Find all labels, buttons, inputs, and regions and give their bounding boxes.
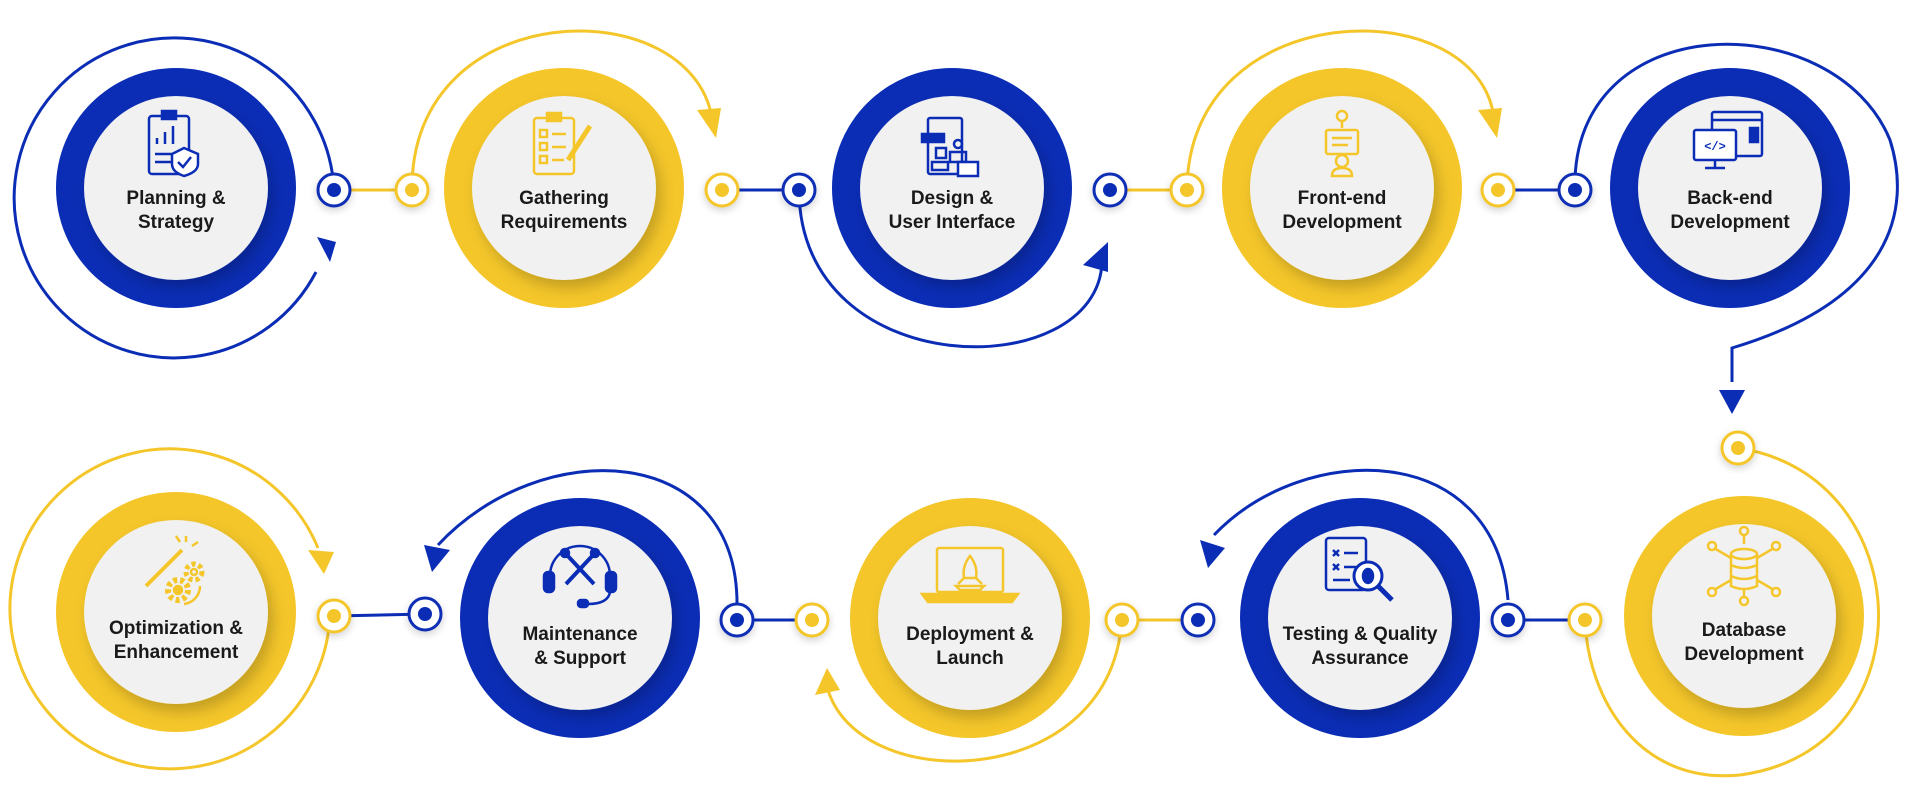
connector-arc-8 <box>826 605 1124 763</box>
arrow-head-icon <box>815 668 840 695</box>
step-label-line1: Back-end <box>1687 188 1773 209</box>
connector-arc-4 <box>1185 29 1496 189</box>
step-inner-circle <box>84 96 268 280</box>
step-label-line1: Deployment & <box>906 624 1034 645</box>
connector-arc-5 <box>1573 42 1899 382</box>
bug-search-icon <box>1324 536 1394 602</box>
step-label-line2: Launch <box>936 648 1004 669</box>
connector-node-core <box>327 183 341 197</box>
arrow-head-icon <box>1200 540 1225 568</box>
svg-text:</>: </> <box>1704 140 1726 154</box>
step-label-line2: Assurance <box>1311 648 1408 669</box>
step-label-line1: Maintenance <box>522 624 637 645</box>
connector-node-core <box>805 613 819 627</box>
connector-node-core <box>715 183 729 197</box>
connector-node-core <box>1103 183 1117 197</box>
arrow-head-icon <box>424 545 450 572</box>
headset-tools-icon <box>542 544 618 609</box>
connector-node-core <box>730 613 744 627</box>
step-planning-strategy: Planning & Strategy <box>56 68 296 308</box>
arrow-head-icon <box>317 237 336 262</box>
arrow-head-icon <box>1478 108 1502 138</box>
step-testing-qa: Testing & Quality Assurance <box>1240 498 1480 738</box>
connector-node-core <box>1191 613 1205 627</box>
step-optimization-enhancement: Optimization & Enhancement <box>56 492 296 732</box>
step-label-line2: Development <box>1670 212 1790 233</box>
step-maintenance-support: Maintenance & Support <box>460 498 700 738</box>
step-inner-circle <box>488 526 672 710</box>
connector-arc-6 <box>1583 446 1880 778</box>
step-label-line1: Planning & <box>126 188 226 209</box>
step-front-end: Front-end Development <box>1222 68 1462 308</box>
step-label-line2: Strategy <box>138 212 214 233</box>
step-label-line1: Front-end <box>1298 188 1387 209</box>
step-inner-circle <box>1652 524 1836 708</box>
step-inner-circle <box>860 96 1044 280</box>
optimization-gears-icon <box>144 535 205 606</box>
step-deployment-launch: Deployment & Launch <box>850 498 1090 738</box>
connector-arc-1 <box>12 36 336 360</box>
step-label-line2: & Support <box>534 648 626 669</box>
connector-arc-7 <box>1212 468 1510 601</box>
connector-arc-3 <box>797 189 1104 349</box>
connector-node-core <box>1578 613 1592 627</box>
connector-node-core <box>1115 613 1129 627</box>
connector-node-core <box>405 183 419 197</box>
database-network-icon <box>1706 525 1782 607</box>
connector-node-core <box>327 609 341 623</box>
step-inner-circle <box>1250 96 1434 280</box>
connector-node-core <box>792 183 806 197</box>
step-inner-circle <box>472 96 656 280</box>
arrow-head-icon <box>1083 242 1108 272</box>
arrow-head-icon <box>697 108 721 138</box>
connector-arc-2 <box>410 29 714 189</box>
connector-arc-10 <box>8 447 332 771</box>
step-label-line2: Enhancement <box>114 642 239 663</box>
step-gathering-requirements: Gathering Requirements <box>444 68 684 308</box>
step-inner-circle <box>878 526 1062 710</box>
step-inner-circle <box>1268 526 1452 710</box>
connector-node-core <box>1568 183 1582 197</box>
connector-node-core <box>1491 183 1505 197</box>
step-database: Database Development <box>1624 496 1864 736</box>
step-label-line2: Requirements <box>501 212 628 233</box>
connector-node-core <box>418 607 432 621</box>
step-label-line1: Testing & Quality <box>1283 624 1438 645</box>
steps-layer: Planning & Strategy Gathering Requiremen… <box>56 68 1864 738</box>
frontend-developer-icon <box>1324 109 1360 178</box>
step-label-line2: Development <box>1282 212 1402 233</box>
step-label-line1: Gathering <box>519 188 609 209</box>
step-label-line1: Optimization & <box>109 618 243 639</box>
step-back-end: </> Back-end Development <box>1610 68 1850 308</box>
step-label-line1: Database <box>1702 620 1787 641</box>
connector-node-core <box>1731 441 1745 455</box>
requirements-checklist-icon <box>532 111 593 176</box>
step-inner-circle <box>1638 96 1822 280</box>
connector-node-core <box>1180 183 1194 197</box>
planning-clipboard-icon <box>147 109 200 178</box>
laptop-rocket-icon <box>919 546 1021 604</box>
step-label-line1: Design & <box>911 188 994 209</box>
connector-arc-9 <box>436 469 739 609</box>
connector-node-core <box>1501 613 1515 627</box>
step-inner-circle <box>84 520 268 704</box>
arrow-head-icon <box>308 550 334 574</box>
backend-code-monitor-icon: </> <box>1692 110 1764 170</box>
ui-wireframe-icon <box>920 116 980 178</box>
step-design-ui: Design & User Interface <box>832 68 1072 308</box>
step-label-line2: Development <box>1684 644 1804 665</box>
step-label-line2: User Interface <box>889 212 1016 233</box>
connector-dots <box>316 172 1756 638</box>
arrow-head-icon <box>1719 390 1745 414</box>
